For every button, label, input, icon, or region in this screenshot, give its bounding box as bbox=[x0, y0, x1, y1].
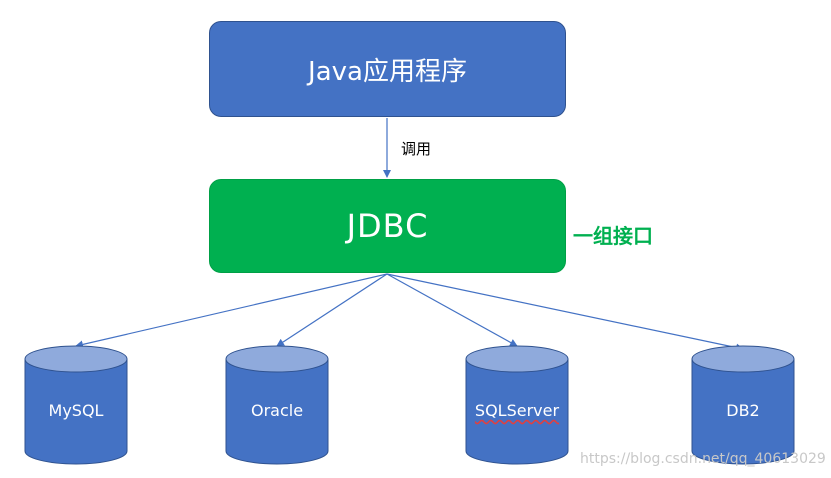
jdbc-node: JDBC bbox=[209, 179, 566, 273]
database-sqlserver: SQLServer bbox=[465, 345, 569, 465]
arrow-jdbc-to-mysql bbox=[75, 273, 388, 349]
watermark: https://blog.csdn.net/qq_40613029 bbox=[580, 451, 826, 467]
interface-label: 一组接口 bbox=[573, 224, 653, 248]
database-oracle: Oracle bbox=[225, 345, 329, 465]
database-db2: DB2 bbox=[691, 345, 795, 465]
call-label: 调用 bbox=[401, 140, 432, 158]
database-mysql: MySQL bbox=[24, 345, 128, 465]
arrow-jdbc-to-db2 bbox=[386, 273, 744, 352]
database-label: MySQL bbox=[48, 401, 104, 420]
jdbc-label: JDBC bbox=[346, 207, 429, 245]
arrow-jdbc-to-sqlserver bbox=[386, 273, 518, 347]
database-cylinder-icon bbox=[691, 345, 795, 465]
database-cylinder-icon bbox=[465, 345, 569, 465]
database-cylinder-icon bbox=[24, 345, 128, 465]
java-application-label: Java应用程序 bbox=[308, 56, 467, 87]
arrow-jdbc-to-oracle bbox=[276, 273, 388, 347]
database-label: SQLServer bbox=[474, 401, 560, 420]
java-application-node: Java应用程序 bbox=[209, 21, 566, 117]
database-cylinder-icon bbox=[225, 345, 329, 465]
database-label: DB2 bbox=[726, 401, 760, 420]
database-label: Oracle bbox=[250, 401, 304, 420]
